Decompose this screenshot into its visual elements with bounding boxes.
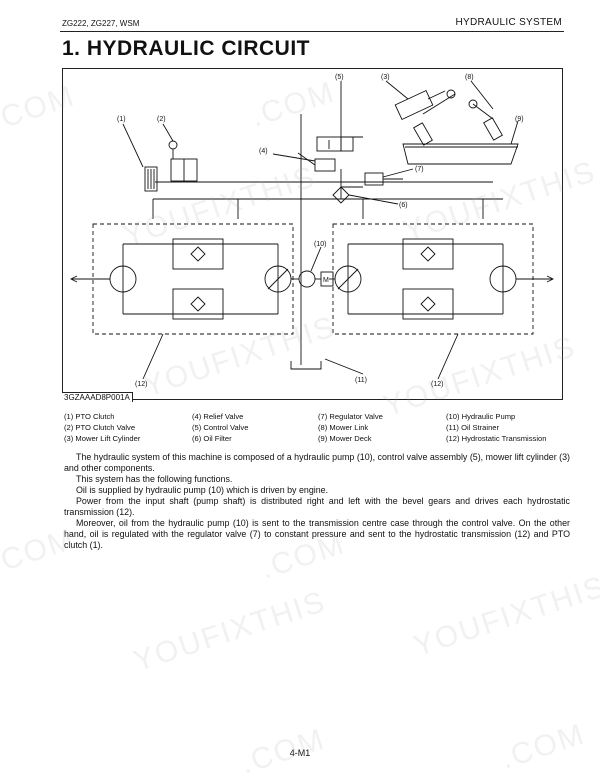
paragraph: Moreover, oil from the hydraulic pump (1… (64, 518, 570, 550)
page-number: 4-M1 (289, 748, 311, 758)
paragraph: Oil is supplied by hydraulic pump (10) w… (76, 485, 329, 495)
callout-4: (4) (259, 148, 268, 155)
legend-item: (12) Hydrostatic Transmission (446, 433, 547, 443)
legend-item: (10) Hydraulic Pump (446, 412, 516, 421)
watermark: .COM (496, 717, 590, 776)
callout-2: (2) (157, 116, 166, 123)
callout-11: (11) (355, 377, 367, 384)
description-text: The hydraulic system of this machine is … (64, 452, 570, 551)
legend-item: (11) Oil Strainer (446, 422, 500, 432)
callout-5: (5) (335, 74, 344, 81)
legend-item: (1) PTO Clutch (64, 412, 115, 421)
paragraph: The hydraulic system of this machine is … (64, 452, 570, 473)
figure-id: 3GZAAAD8P001A (62, 392, 133, 402)
header-divider (60, 31, 564, 32)
callout-12-left: (12) (135, 381, 147, 388)
callout-7: (7) (415, 166, 424, 173)
callout-8: (8) (465, 74, 474, 81)
legend-item: (3) Mower Lift Cylinder (64, 433, 141, 443)
callout-12-right: (12) (431, 381, 443, 388)
page-title: 1. HYDRAULIC CIRCUIT (62, 37, 311, 60)
watermark: YOUFIXTHIS (129, 584, 331, 679)
header-model-text: ZG222, ZG227, WSM (62, 19, 140, 28)
callout-9: (9) (515, 116, 524, 123)
callout-6: (6) (399, 202, 408, 209)
legend-item: (4) Relief Valve (192, 412, 244, 421)
callout-3: (3) (381, 74, 390, 81)
legend-item: (5) Control Valve (192, 422, 249, 432)
callout-1: (1) (117, 116, 126, 123)
motor-label: M (323, 277, 329, 284)
watermark: YOUFIXTHIS (409, 569, 600, 664)
hydraulic-circuit-diagram: M (1) (2) (3) (4) (5) (6) (7) (8) (9) (1… (62, 68, 563, 400)
legend-item: (6) Oil Filter (192, 433, 232, 443)
header-section-title: HYDRAULIC SYSTEM (455, 17, 562, 28)
legend-item: (2) PTO Clutch Valve (64, 422, 136, 432)
legend-item: (7) Regulator Valve (318, 412, 383, 421)
callout-10: (10) (314, 241, 326, 248)
legend-item: (9) Mower Deck (318, 433, 372, 443)
paragraph: This system has the following functions. (76, 474, 233, 484)
circuit-schematic: M (1) (2) (3) (4) (5) (6) (7) (8) (9) (1… (69, 74, 555, 388)
legend-item: (8) Mower Link (318, 422, 369, 432)
paragraph: Power from the input shaft (pump shaft) … (64, 496, 570, 517)
